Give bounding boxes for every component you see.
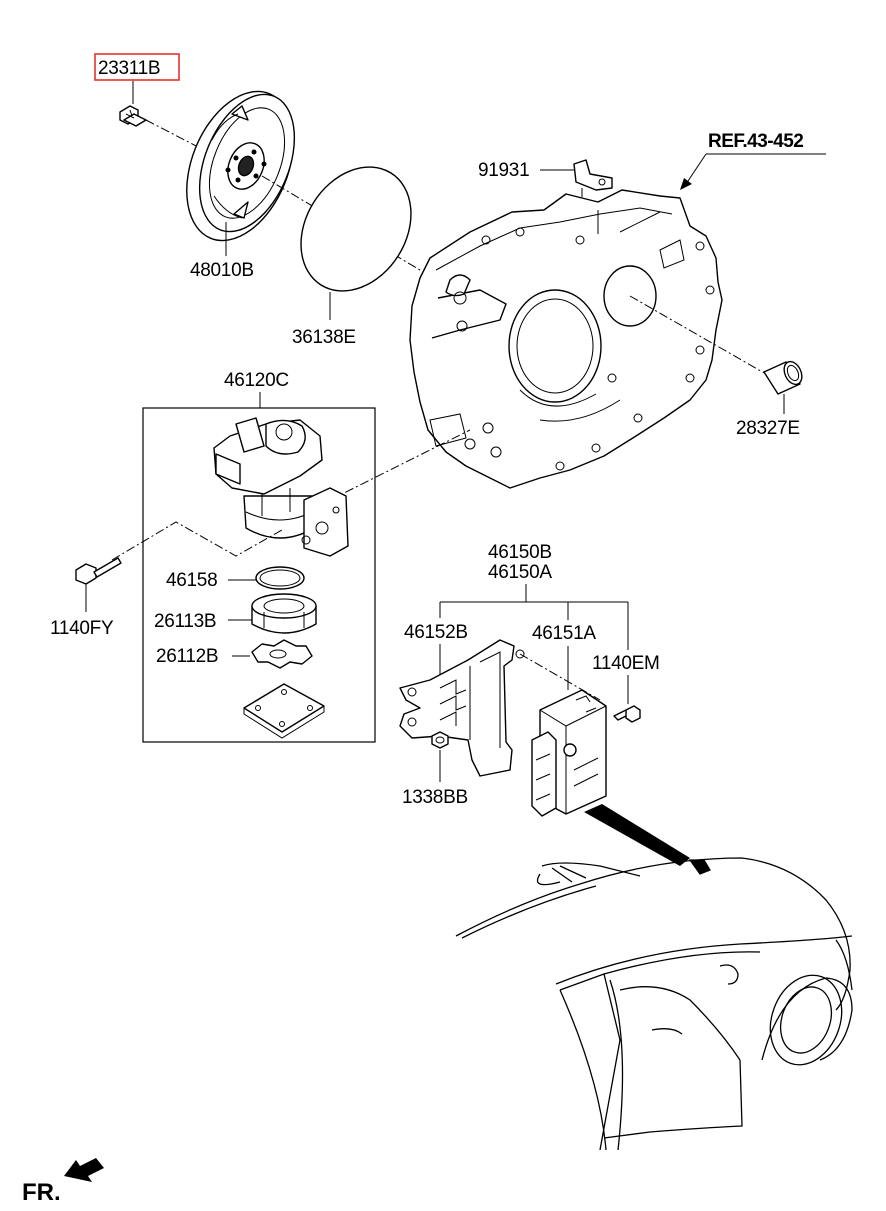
label-23311B[interactable]: 23311B: [98, 58, 161, 79]
highlight-box[interactable]: [94, 53, 180, 81]
label-91931[interactable]: 91931: [478, 160, 530, 181]
bolt-23311B-drawing: [119, 105, 147, 127]
label-26113B[interactable]: 26113B: [154, 611, 217, 632]
label-26112B[interactable]: 26112B: [156, 646, 219, 667]
bolt-1140EM-drawing: [613, 705, 641, 723]
label-1140EM[interactable]: 1140EM: [592, 653, 660, 674]
label-1140FY[interactable]: 1140FY: [50, 618, 114, 639]
oring-drawing: [255, 566, 305, 590]
pump-kit-frame: [142, 407, 376, 743]
label-48010B[interactable]: 48010B: [190, 260, 254, 281]
ref-label[interactable]: REF.43-452: [708, 131, 804, 152]
pump-drawing: [213, 417, 349, 557]
label-46151A[interactable]: 46151A: [532, 623, 597, 644]
label-46158[interactable]: 46158: [166, 570, 218, 591]
label-36138E[interactable]: 36138E: [292, 327, 356, 348]
nut-1338BB-drawing: [431, 731, 449, 749]
bushing-drawing: [763, 360, 803, 395]
bracket-46152B-drawing: [399, 639, 525, 777]
fr-label[interactable]: FR.: [22, 1179, 61, 1206]
cover-plate-drawing: [243, 683, 325, 739]
location-arrow: [584, 804, 690, 866]
rotor-outer-drawing: [251, 593, 317, 634]
flywheel-drawing: [186, 90, 296, 242]
car-outline-drawing: [455, 857, 853, 1151]
label-46152B[interactable]: 46152B: [404, 622, 468, 643]
label-46150B[interactable]: 46150B: [488, 542, 552, 563]
fr-arrow-icon: [64, 1158, 104, 1182]
rotor-inner-drawing: [251, 639, 313, 669]
tcu-module-drawing: [531, 689, 607, 817]
transmission-housing-drawing: [409, 189, 723, 489]
bolt-1140FY-drawing: [75, 557, 122, 585]
label-46150A[interactable]: 46150A: [488, 562, 553, 583]
gasket-ring: [300, 166, 412, 292]
label-46120C[interactable]: 46120C: [224, 370, 289, 391]
label-28327E[interactable]: 28327E: [736, 418, 800, 439]
label-1338BB[interactable]: 1338BB: [402, 787, 468, 808]
